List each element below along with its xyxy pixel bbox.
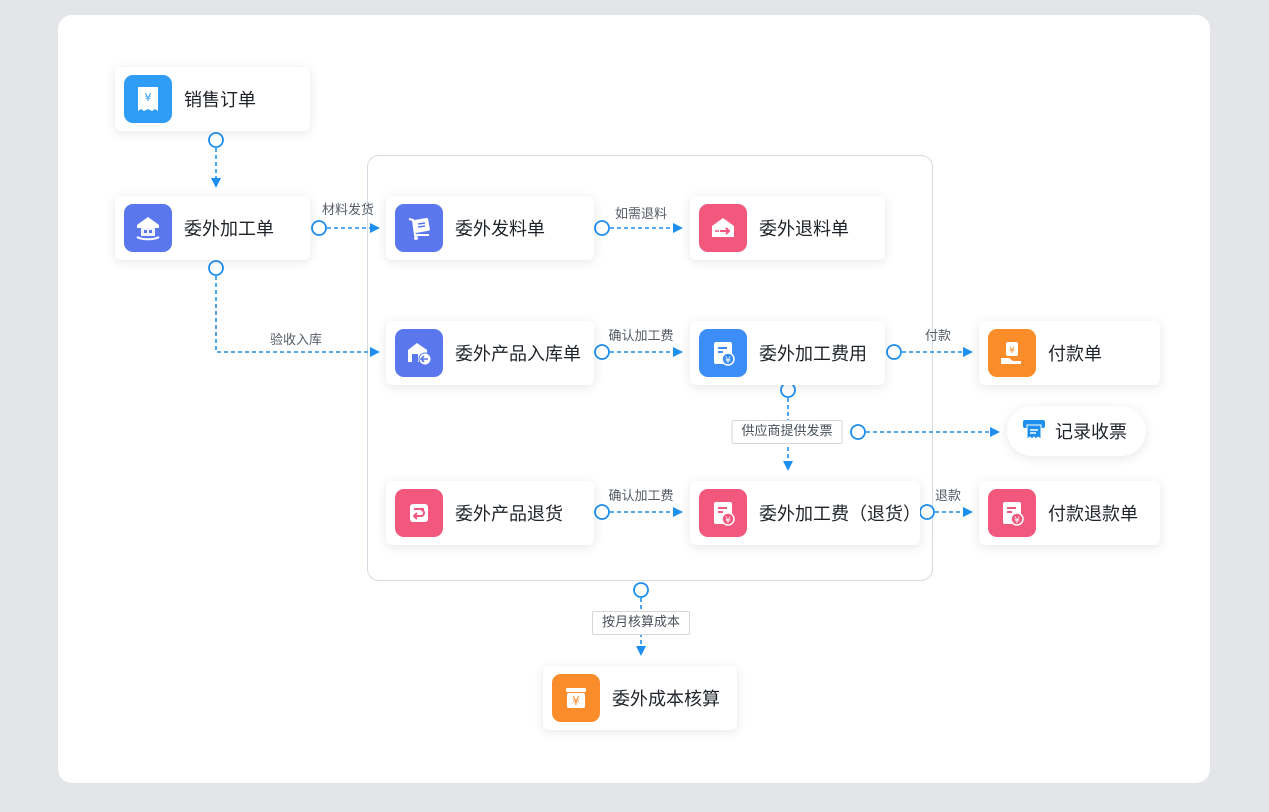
node-label: 委外加工费（退货） [759,504,921,525]
port-sales-bottom [208,132,224,148]
cart-icon [395,204,443,252]
node-label: 委外加工费用 [759,344,867,365]
node-outsource-order[interactable]: 委外加工单 [115,196,310,260]
node-label: 委外发料单 [455,219,545,240]
svg-text:¥: ¥ [725,356,731,366]
return-box-icon [395,489,443,537]
node-label: 付款单 [1048,344,1102,365]
port-invoice-right [850,424,866,440]
label-inspect-receipt: 验收入库 [269,333,323,348]
port-group-bottom [633,582,649,598]
label-supplier-invoice: 供应商提供发票 [731,420,843,444]
ledger-icon: ¥ [552,674,600,722]
label-confirm-fee: 确认加工费 [608,329,674,344]
node-product-receipt[interactable]: 委外产品入库单 [386,321,594,385]
node-label: 付款退款单 [1048,504,1138,525]
svg-text:¥: ¥ [572,694,580,708]
node-label: 委外产品入库单 [455,344,581,365]
node-record-invoice[interactable]: 记录收票 [1007,406,1146,456]
port-fee-right [886,344,902,360]
port-fee-bottom [780,382,796,398]
node-payment[interactable]: ¥ 付款单 [979,321,1160,385]
port-receipt-right [594,344,610,360]
receipt-icon: ¥ [124,75,172,123]
node-label: 销售订单 [184,90,256,111]
warehouse-in-icon [395,329,443,377]
node-material-return[interactable]: 委外退料单 [690,196,885,260]
node-sales-order[interactable]: ¥ 销售订单 [115,67,310,131]
edge-outsource-to-receipt [215,276,380,357]
node-cost-accounting[interactable]: ¥ 委外成本核算 [543,666,737,730]
label-confirm-fee-return: 确认加工费 [608,489,674,504]
label-monthly-cost: 按月核算成本 [591,611,691,635]
port-fee-return-right [919,504,935,520]
port-outsource-bottom [208,260,224,276]
fee-document-icon: ¥ [699,489,747,537]
outsourcing-group-frame [367,155,933,581]
node-material-issue[interactable]: 委外发料单 [386,196,594,260]
refund-document-icon: ¥ [988,489,1036,537]
port-issue-right [594,220,610,236]
node-product-return[interactable]: 委外产品退货 [386,481,594,545]
node-label: 委外成本核算 [612,689,720,710]
label-pay: 付款 [924,329,952,344]
label-return-if-needed: 如需退料 [614,207,668,222]
label-refund: 退款 [934,489,962,504]
fee-document-icon: ¥ [699,329,747,377]
node-label: 记录收票 [1055,422,1127,443]
node-processing-fee-return[interactable]: ¥ 委外加工费（退货） [690,481,921,545]
node-payment-refund[interactable]: ¥ 付款退款单 [979,481,1160,545]
node-processing-fee[interactable]: ¥ 委外加工费用 [690,321,885,385]
label-material-delivery: 材料发货 [321,203,375,218]
node-label: 委外加工单 [184,219,274,240]
svg-text:¥: ¥ [1014,516,1020,526]
svg-text:¥: ¥ [145,91,152,104]
port-product-return-right [594,504,610,520]
diagram-canvas [58,15,1210,783]
hand-payment-icon: ¥ [988,329,1036,377]
port-outsource-right [311,220,327,236]
svg-text:¥: ¥ [725,516,731,526]
return-house-icon [699,204,747,252]
factory-icon [124,204,172,252]
node-label: 委外产品退货 [455,504,563,525]
invoice-printer-icon [1021,416,1047,446]
svg-text:¥: ¥ [1009,346,1015,356]
node-label: 委外退料单 [759,219,849,240]
